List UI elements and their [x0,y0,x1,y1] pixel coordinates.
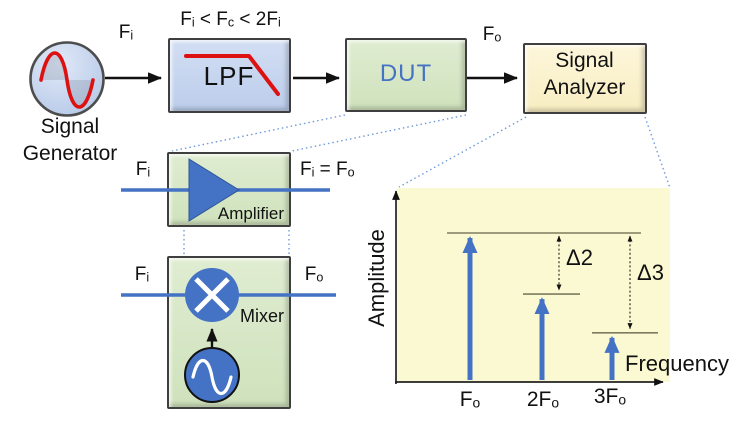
spectrum-chart [392,188,670,386]
tick-2f0: 2Fo [526,388,560,411]
tick-3f0: 3Fo [593,385,627,408]
mixer-graphics [121,268,336,403]
connector-sa-chart-right [644,116,671,189]
amplifier-name-label: Amplifier [217,204,284,223]
amplifier-graphics [121,158,330,222]
sine-wave-icon [39,51,95,109]
x-axis-label: Frequency [625,351,729,376]
connector-dut-amp-left [171,114,346,152]
signal-generator-label-line2: Generator [22,142,118,166]
amp-input-label: Fi [135,159,151,180]
tick-f0: Fo [459,388,481,411]
fo-label-top: Fo [482,24,502,45]
lpf-label: LPF [203,61,255,91]
mixer-input-label: Fi [134,264,150,285]
expansion-connectors [171,114,671,254]
y-axis-label: Amplitude [364,229,389,327]
dut-label: DUT [379,60,433,87]
lpf-block [168,38,291,113]
lpf-response-icon [184,54,280,96]
signal-analyzer-block [523,43,647,114]
dut-block [345,38,467,112]
connector-sa-chart-left [398,116,527,188]
delta3-label: Δ3 [637,260,664,285]
oscillator-sine-icon [191,358,233,396]
fi-sub: i [130,28,134,43]
signal-generator-icon [29,41,105,117]
mixer-output-label: Fo [304,264,324,285]
mixer-x-stroke-2 [194,277,230,313]
amp-output-label: Fi = Fo [300,159,355,180]
amplifier-triangle-icon [188,158,240,222]
fi-label-top: Fi [104,22,148,44]
fi-base: F [118,22,131,43]
lpf-condition-label: Fi < Fc < 2Fi [180,9,281,30]
delta2-label: Δ2 [566,245,593,270]
signal-analyzer-label: Signal Analyzer [543,49,626,100]
signal-generator-label: Signal Generator [5,113,135,168]
signal-generator-label-line1: Signal [40,115,100,138]
mixer-name-label: Mixer [240,306,284,326]
chart-plot-area [397,188,670,382]
